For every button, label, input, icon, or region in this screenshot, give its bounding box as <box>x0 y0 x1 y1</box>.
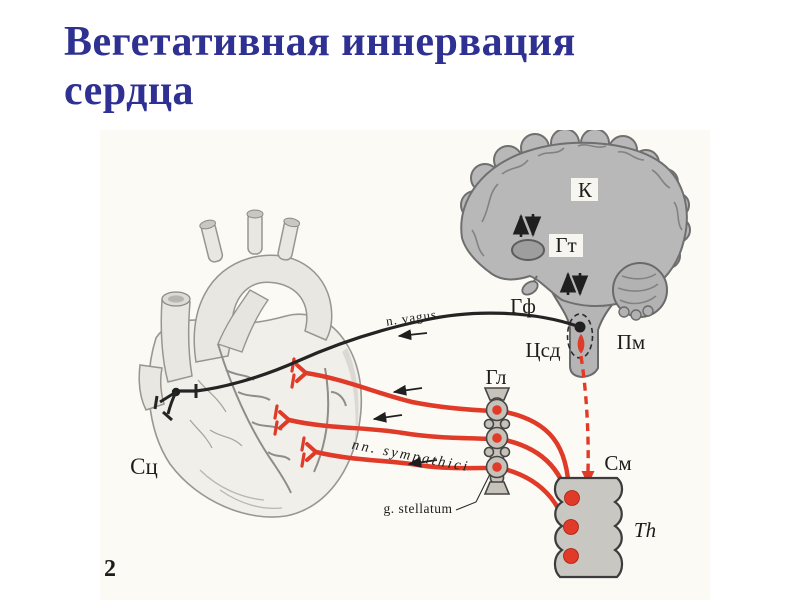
innervation-diagram: К Гт Гф Пм Цсд Гл См Th Сц n. vagus nn. … <box>104 130 691 582</box>
label-cortex: К <box>578 178 593 202</box>
cerebellum <box>612 262 668 321</box>
flow-arrows <box>372 329 438 468</box>
sympathetic-nucleus-drop <box>577 334 585 354</box>
heart-illustration <box>138 209 363 518</box>
vena-cava <box>160 299 193 383</box>
left-arrow-icon <box>397 329 428 341</box>
label-medulla: Пм <box>617 330 645 354</box>
vagal-nucleus-dot <box>574 321 586 333</box>
vagus-nerve-path <box>153 311 579 422</box>
left-arrow-icon <box>372 411 403 423</box>
label-sympathici: nn. sympathici <box>351 437 471 476</box>
label-cardiac-center: Цсд <box>525 338 560 362</box>
label-ganglia: Гл <box>485 365 506 389</box>
hypothalamus-oval <box>511 239 545 261</box>
lateral-horn-neuron <box>563 548 579 564</box>
slide-title: Вегетативная иннервация сердца <box>64 19 576 115</box>
left-arrow-icon <box>407 456 438 468</box>
label-spinal-cord: См <box>604 451 631 475</box>
stellate-pointer-line <box>455 473 491 511</box>
brain-illustration <box>460 130 691 379</box>
diagram-panel: К Гт Гф Пм Цсд Гл См Th Сц n. vagus nn. … <box>100 130 710 600</box>
left-arrow-icon <box>392 384 423 396</box>
label-heart: Сц <box>130 454 158 479</box>
ganglion-neuron <box>492 462 502 472</box>
ganglion-neuron <box>492 433 502 443</box>
sympathetic-chain <box>483 387 511 495</box>
lateral-horn-neuron <box>563 519 579 535</box>
lateral-horn-neuron <box>564 490 580 506</box>
updown-arrows-icon <box>512 213 589 297</box>
label-vagus: n. vagus <box>385 307 438 329</box>
ganglion-neuron <box>492 405 502 415</box>
label-hypophysis: Гф <box>510 294 536 318</box>
spinal-cord-block <box>553 476 624 579</box>
label-thoracic: Th <box>634 518 656 542</box>
label-stellatum: g. stellatum <box>384 501 453 516</box>
nerve-ending-forks <box>273 357 318 468</box>
figure-number: 2 <box>104 556 116 582</box>
label-hypothalamus: Гт <box>555 233 576 257</box>
